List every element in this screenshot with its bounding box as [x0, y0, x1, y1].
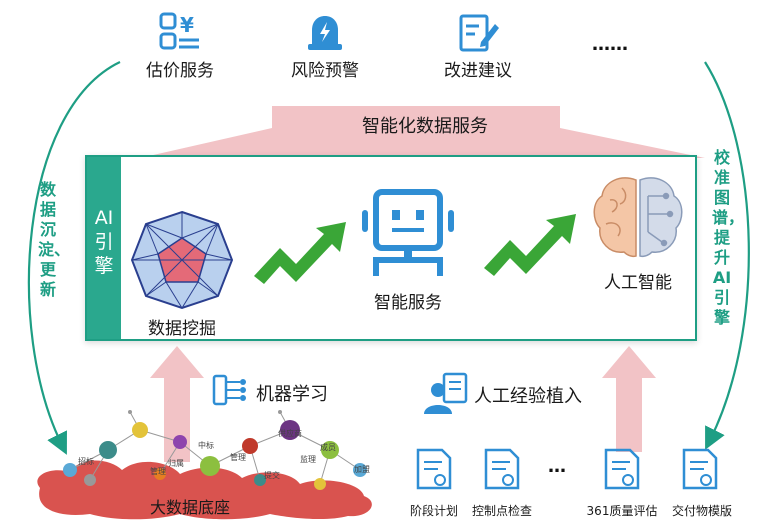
left-cycle-arrow [27, 61, 121, 455]
banner-label: 智能化数据服务 [362, 116, 488, 137]
services-more: …… [592, 34, 628, 55]
doc-icon-checkpoint [484, 448, 520, 490]
node-label-1: 中标 [198, 441, 214, 450]
node-label-9: 成员 [320, 443, 336, 452]
engine-tab-label: AI引擎 [94, 207, 114, 277]
node-label-7: 监理 [300, 455, 316, 464]
doc-label-plan: 阶段计划 [409, 504, 458, 518]
up-arrow-left [150, 346, 204, 462]
node-label-3: 管理 [150, 467, 166, 476]
banner-shape [140, 106, 705, 158]
service-label-improve: 改进建议 [444, 61, 512, 81]
up-arrow-right [602, 346, 656, 452]
doc-icon-plan [416, 448, 452, 490]
svg-text:¥: ¥ [180, 13, 194, 37]
doc-icon-template [682, 448, 718, 490]
polyhedron-icon [130, 210, 234, 310]
growth-arrow-icon [254, 222, 346, 284]
left-side-text: 数据沉淀、更新 [38, 180, 71, 299]
stage-label-mining: 数据挖掘 [148, 319, 216, 339]
bigdata-cloud [37, 410, 372, 520]
valuation-icon: ¥ [159, 12, 199, 50]
service-label-valuation: 估价服务 [146, 61, 214, 81]
node-label-8: 供应商 [278, 429, 302, 438]
person-document-icon [424, 372, 468, 414]
service-label-risk: 风险预警 [291, 61, 359, 81]
edit-document-icon [459, 14, 499, 52]
doc-icon-quality [604, 448, 640, 490]
right-cycle-arrow [704, 61, 750, 450]
machine-learning-label: 机器学习 [256, 384, 328, 405]
service-valuation: ¥ 估价服务 [140, 10, 220, 81]
engine-tab [87, 157, 121, 339]
node-label-4: 归属 [168, 459, 184, 468]
doc-label-quality: 361质量评估 [586, 504, 658, 518]
node-label-5: 管理 [230, 453, 246, 462]
node-label-2: 招标 [78, 457, 94, 466]
robot-icon [362, 189, 454, 276]
node-label-6: 提交 [264, 471, 280, 480]
documents-ellipsis: … [548, 456, 566, 477]
doc-label-checkpoint: 控制点检查 [471, 504, 532, 518]
human-experience-label: 人工经验植入 [474, 386, 582, 407]
alarm-bell-icon [308, 16, 342, 50]
brain-icon [593, 177, 683, 258]
circuit-icon [212, 374, 246, 406]
node-label-10: 加盟 [354, 465, 370, 474]
service-improve: 改进建议 [438, 10, 518, 81]
stage-label-ai: 人工智能 [604, 273, 672, 293]
service-risk: 风险预警 [285, 10, 365, 81]
doc-label-template: 交付物模版 [671, 504, 732, 518]
growth-arrow-icon-2 [484, 214, 576, 276]
bigdata-label: 大数据底座 [150, 498, 231, 517]
stage-label-service: 智能服务 [374, 293, 442, 313]
right-side-text: 校准图谱，提升AI引擎 [712, 148, 745, 327]
